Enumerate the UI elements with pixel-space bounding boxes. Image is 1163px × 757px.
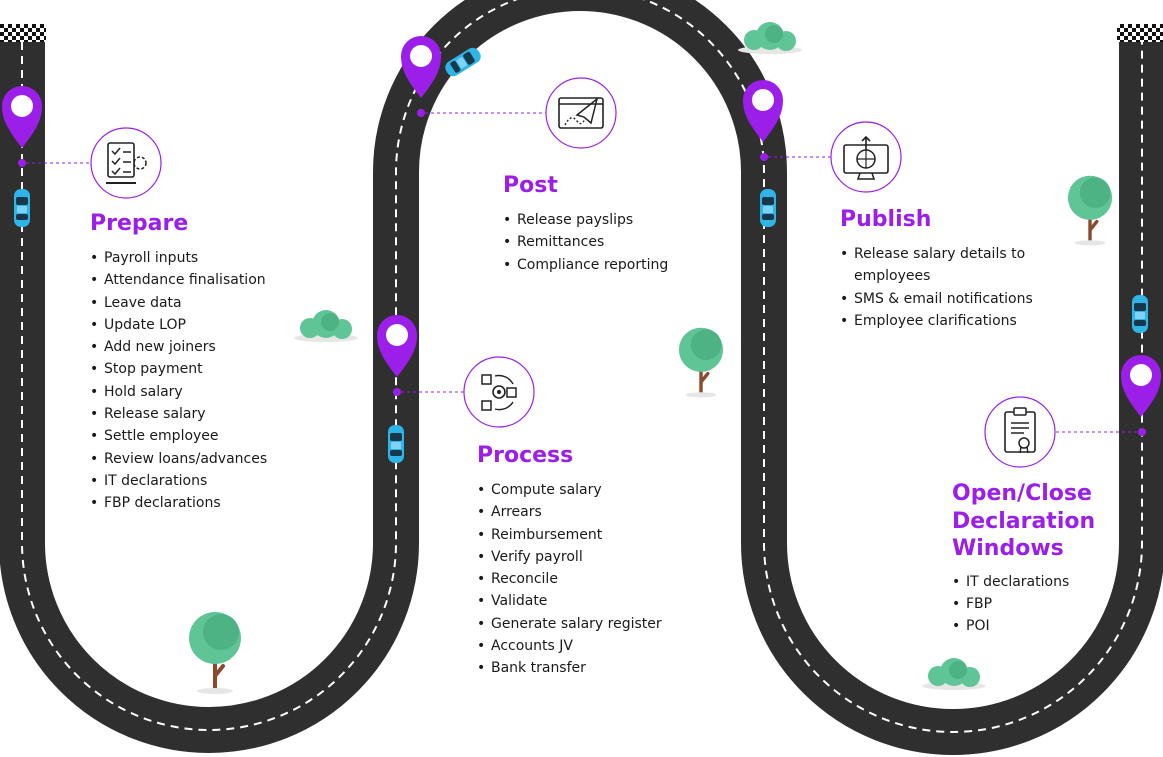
stage-title-line: Windows — [952, 536, 1064, 561]
list-item: Release salary details to employees — [840, 243, 1040, 288]
list-item: Hold salary — [90, 381, 320, 404]
list-item: Attendance finalisation — [90, 269, 320, 292]
stage-declare: Open/Close Declaration Windows IT declar… — [952, 480, 1112, 638]
certificate-clipboard-icon — [984, 396, 1056, 468]
car-icon — [760, 189, 776, 227]
list-item: Accounts JV — [477, 635, 697, 658]
list-item: IT declarations — [90, 470, 320, 493]
list-item: Compute salary — [477, 479, 697, 502]
stage-post: Post Release payslipsRemittancesComplian… — [503, 172, 703, 276]
stage-list: IT declarationsFBPPOI — [952, 571, 1112, 638]
car-icon — [14, 189, 30, 227]
list-item: Stop payment — [90, 358, 320, 381]
list-item: Validate — [477, 590, 697, 613]
list-item: FBP declarations — [90, 492, 320, 515]
stage-title: Open/Close Declaration Windows — [952, 480, 1112, 563]
list-item: Remittances — [503, 231, 703, 254]
connector-prepare — [18, 159, 90, 167]
stage-title: Post — [503, 173, 558, 198]
list-item: Generate salary register — [477, 613, 697, 636]
car-icon — [1132, 295, 1148, 333]
stage-title: Prepare — [90, 211, 189, 236]
list-item: SMS & email notifications — [840, 288, 1040, 311]
list-item: FBP — [952, 593, 1112, 616]
connector-post — [417, 109, 546, 117]
list-item: Payroll inputs — [90, 247, 320, 270]
connector-process — [393, 388, 464, 396]
list-item: Reimbursement — [477, 524, 697, 547]
bush-icon — [738, 22, 802, 54]
stage-title-line: Open/Close — [952, 481, 1092, 506]
stage-list: Compute salaryArrearsReimbursementVerify… — [477, 479, 697, 680]
car-icon — [388, 425, 404, 463]
stage-list: Release salary details to employeesSMS &… — [840, 243, 1040, 332]
list-item: Release payslips — [503, 209, 703, 232]
list-item: Release salary — [90, 403, 320, 426]
checkered-finish-flag — [1117, 24, 1163, 42]
list-item: Add new joiners — [90, 336, 320, 359]
stage-title: Publish — [840, 207, 932, 232]
list-item: POI — [952, 615, 1112, 638]
monitor-globe-icon — [830, 121, 902, 193]
bush-icon — [922, 658, 986, 690]
list-item: IT declarations — [952, 571, 1112, 594]
checklist-settings-icon — [90, 127, 162, 199]
list-item: Settle employee — [90, 425, 320, 448]
tree-icon — [187, 610, 243, 696]
list-item: Arrears — [477, 501, 697, 524]
connector-declare — [1056, 428, 1146, 436]
list-item: Review loans/advances — [90, 448, 320, 471]
stage-list: Release payslipsRemittancesCompliance re… — [503, 209, 703, 276]
paper-plane-icon — [545, 77, 617, 149]
list-item: Reconcile — [477, 568, 697, 591]
list-item: Employee clarifications — [840, 310, 1040, 333]
list-item: Leave data — [90, 292, 320, 315]
stage-title: Process — [477, 443, 574, 468]
connector-publish — [760, 153, 831, 161]
checkered-start-flag — [0, 24, 46, 42]
stage-list: Payroll inputsAttendance finalisationLea… — [90, 247, 320, 515]
road-center-line — [21, 0, 1143, 733]
tree-icon — [677, 326, 725, 400]
process-cycle-icon — [463, 356, 535, 428]
stage-prepare: Prepare Payroll inputsAttendance finalis… — [90, 210, 320, 515]
stage-publish: Publish Release salary details to employ… — [840, 206, 1040, 332]
list-item: Update LOP — [90, 314, 320, 337]
list-item: Compliance reporting — [503, 254, 703, 277]
list-item: Verify payroll — [477, 546, 697, 569]
tree-icon — [1066, 173, 1114, 248]
stage-process: Process Compute salaryArrearsReimburseme… — [477, 442, 697, 680]
stage-title-line: Declaration — [952, 508, 1096, 534]
list-item: Bank transfer — [477, 657, 697, 680]
